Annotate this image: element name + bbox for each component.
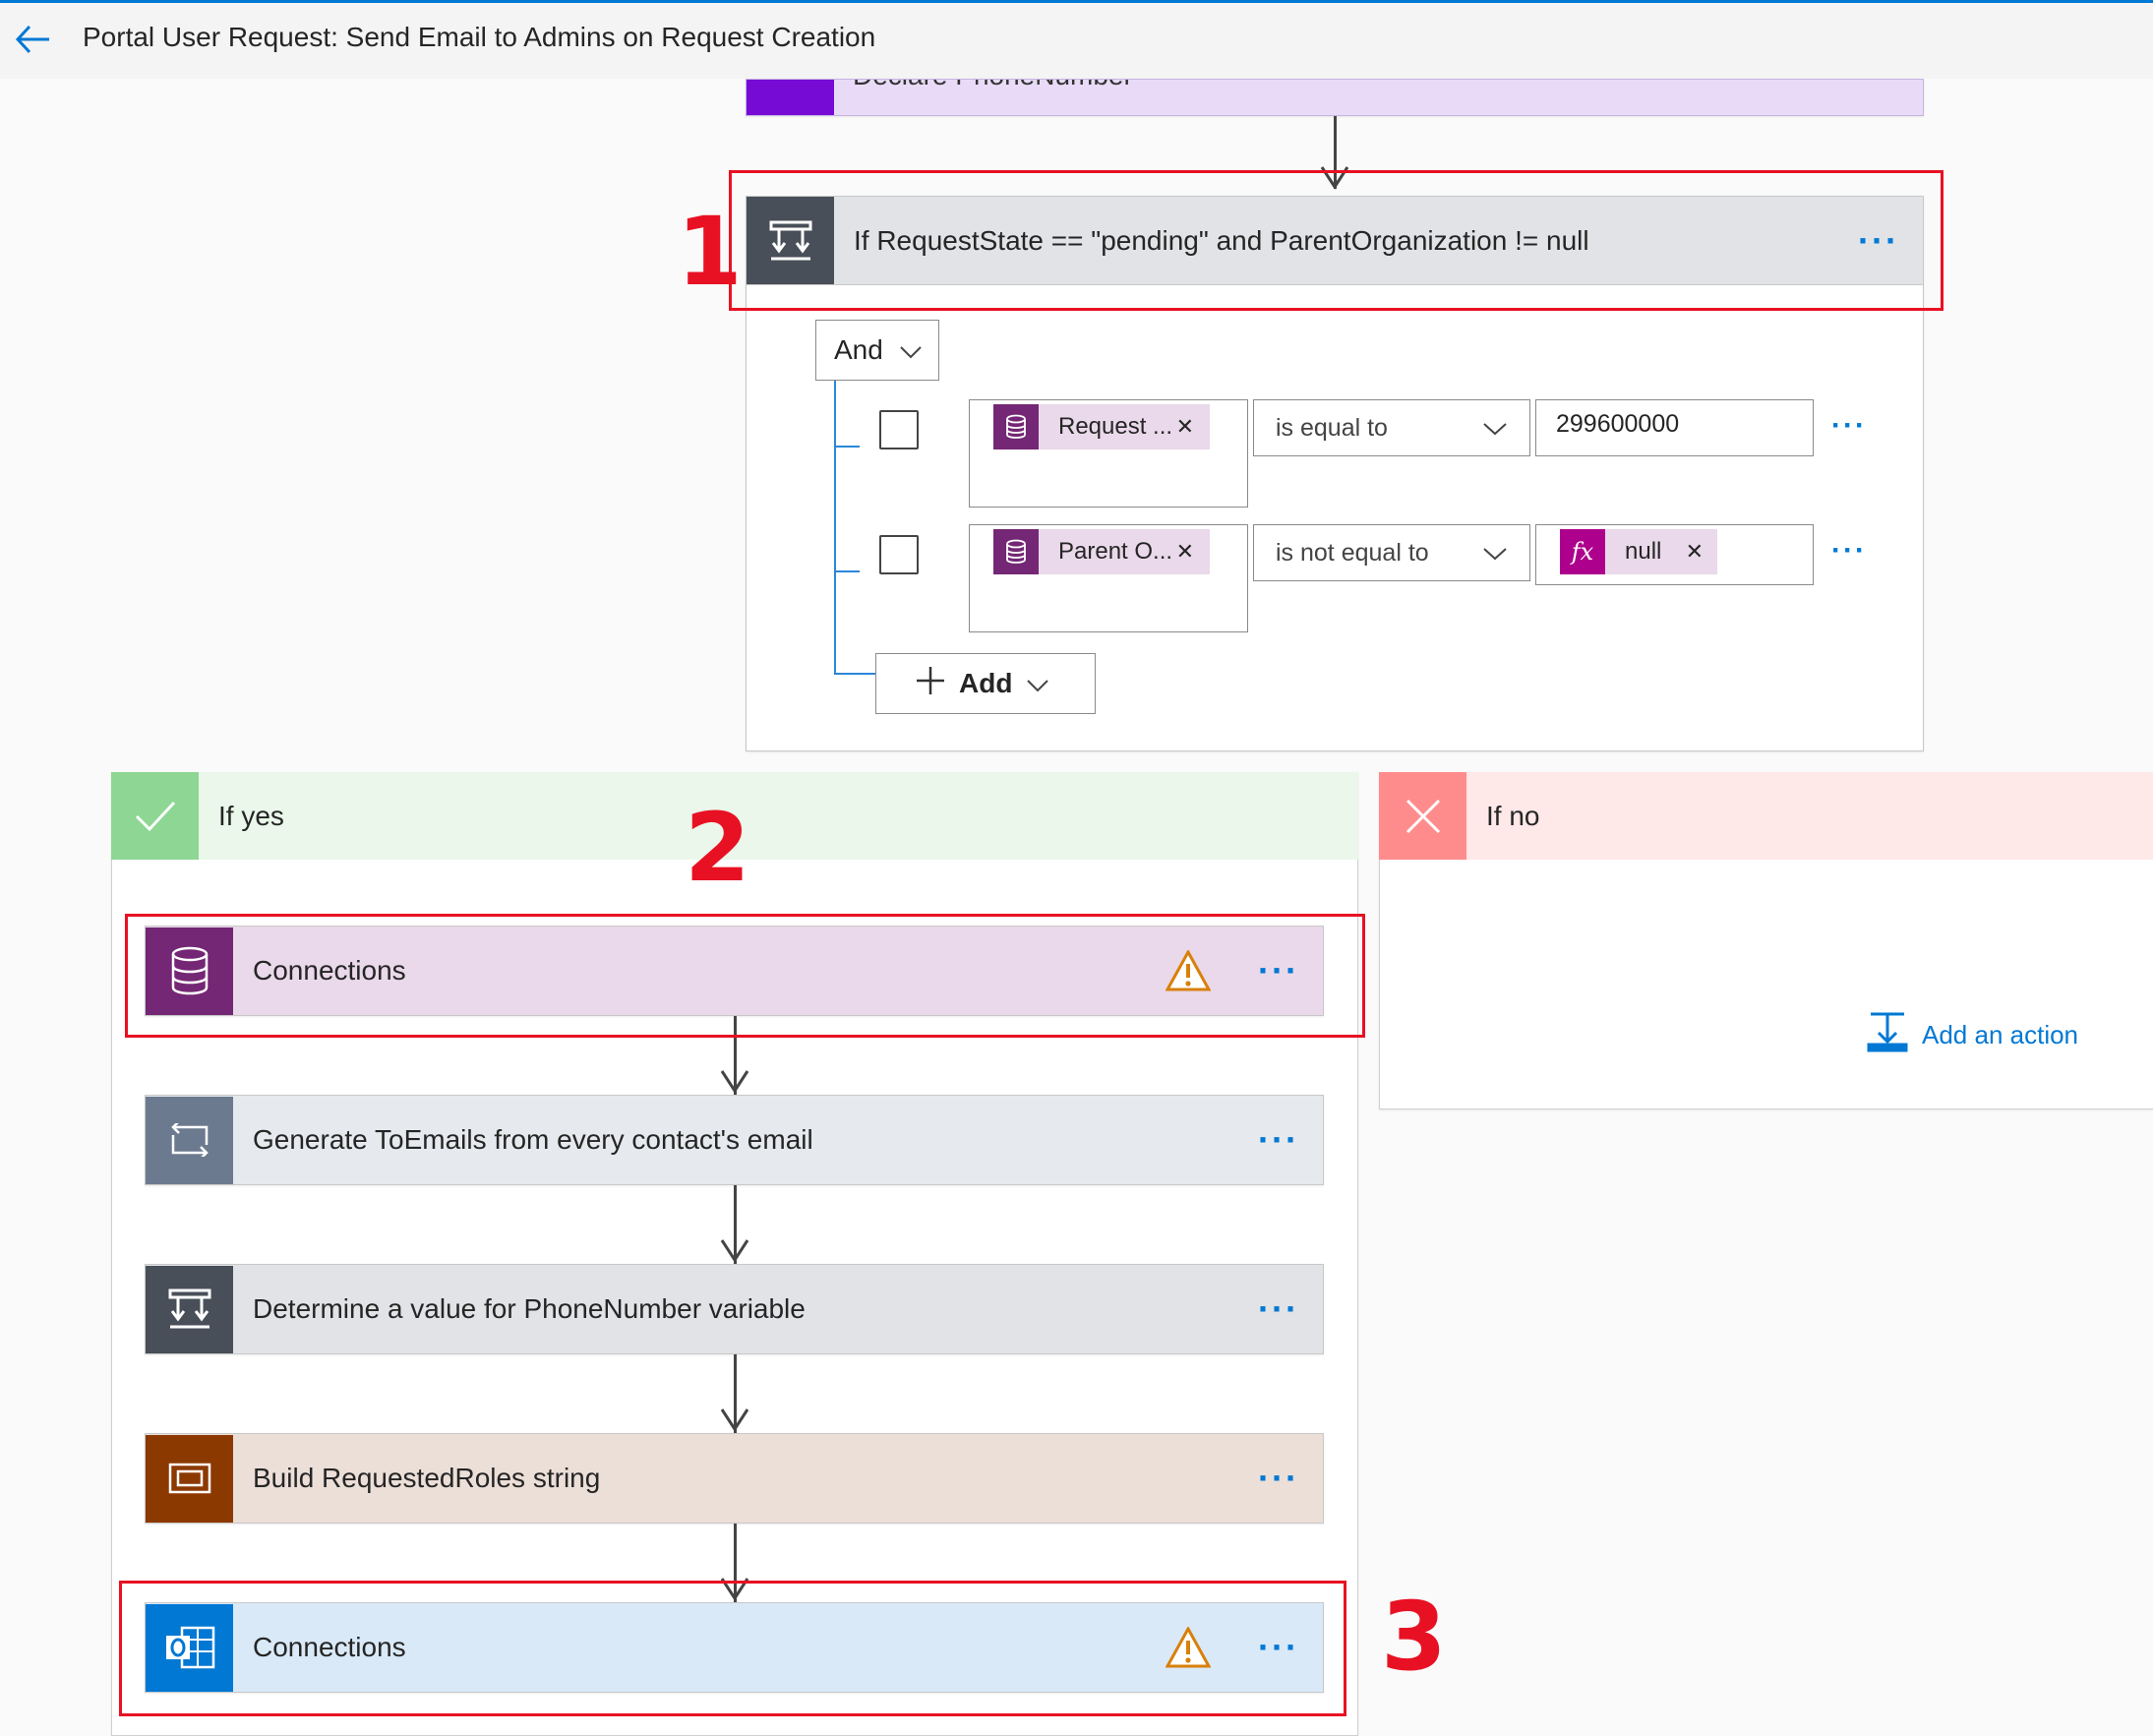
dataverse-icon: [146, 927, 233, 1015]
condition-icon: [747, 197, 834, 284]
and-operator-label: And: [834, 334, 883, 365]
connections-dataverse-step[interactable]: Connections ···: [145, 926, 1324, 1016]
remove-token-icon[interactable]: ✕: [1175, 414, 1194, 439]
row-1-left-field[interactable]: Request ... ✕: [969, 399, 1248, 508]
row-2-value-field[interactable]: fx null ✕: [1535, 524, 1814, 585]
remove-token-icon[interactable]: ✕: [1175, 539, 1194, 564]
step-title: Determine a value for PhoneNumber variab…: [253, 1293, 806, 1324]
step-title: Generate ToEmails from every contact's e…: [253, 1124, 813, 1155]
row-2-operator-select[interactable]: is not equal to: [1253, 524, 1530, 581]
chevron-down-icon: [1482, 539, 1508, 568]
back-arrow-icon[interactable]: [14, 22, 53, 57]
remove-token-icon[interactable]: ✕: [1685, 539, 1704, 564]
function-icon: fx: [1560, 529, 1605, 574]
row-1-checkbox[interactable]: [879, 410, 919, 449]
add-action-icon: [1867, 1011, 1908, 1059]
connector-arrow-icon: [720, 1577, 749, 1607]
and-operator-dropdown[interactable]: And: [815, 320, 939, 381]
token-label: null: [1625, 538, 1662, 565]
connector-arrow-icon: [1320, 165, 1349, 191]
top-bar: [0, 0, 2153, 79]
token-label: Request ...: [1058, 413, 1173, 440]
if-yes-label: If yes: [218, 800, 284, 831]
outlook-icon: [146, 1603, 233, 1692]
warning-icon[interactable]: [1165, 1625, 1212, 1668]
plus-icon: [916, 666, 945, 702]
highlight-box-1: [729, 170, 1944, 311]
row-1-value-field[interactable]: 299600000: [1535, 399, 1814, 456]
if-yes-header[interactable]: If yes: [111, 772, 1358, 860]
variable-icon-box: [747, 80, 834, 115]
declare-phonenumber-title: Declare PhoneNumber: [853, 80, 1133, 91]
build-requestedroles-step[interactable]: Build RequestedRoles string ···: [145, 1433, 1324, 1524]
generate-toemails-step[interactable]: Generate ToEmails from every contact's e…: [145, 1095, 1324, 1185]
tree-branch: [834, 673, 875, 675]
highlight-box-2: [125, 914, 1365, 1038]
operator-label: is equal to: [1276, 413, 1388, 442]
row-1-operator-select[interactable]: is equal to: [1253, 399, 1530, 456]
close-icon: [1379, 772, 1466, 860]
chevron-down-icon: [1482, 414, 1508, 443]
tree-branch: [834, 570, 860, 572]
step-title: Connections: [253, 1632, 406, 1662]
check-icon: [111, 772, 199, 860]
connector-line: [734, 1524, 737, 1602]
annotation-number-2: 2: [685, 793, 750, 903]
parent-organization-token[interactable]: Parent O... ✕: [993, 529, 1210, 574]
add-an-action-button[interactable]: Add an action: [1867, 1011, 2078, 1059]
annotation-number-3: 3: [1381, 1582, 1447, 1692]
condition-title: If RequestState == "pending" and ParentO…: [854, 224, 1589, 256]
row-2-checkbox[interactable]: [879, 535, 919, 574]
condition-more-button[interactable]: ···: [1858, 219, 1899, 261]
chevron-down-icon: [1026, 668, 1049, 699]
annotation-number-1: 1: [677, 197, 743, 307]
determine-phonenumber-step[interactable]: Determine a value for PhoneNumber variab…: [145, 1264, 1324, 1354]
add-label: Add: [959, 668, 1013, 698]
declare-phonenumber-step[interactable]: Declare PhoneNumber: [746, 79, 1924, 116]
tree-branch: [834, 446, 860, 448]
flow-title: Portal User Request: Send Email to Admin…: [83, 22, 876, 52]
highlight-box-3: [119, 1581, 1346, 1716]
chevron-down-icon: [899, 334, 923, 366]
null-expression-token[interactable]: fx null ✕: [1560, 529, 1717, 574]
add-condition-button[interactable]: Add: [875, 653, 1096, 714]
step-title: Connections: [253, 955, 406, 986]
step-more-button[interactable]: ···: [1258, 1458, 1299, 1498]
dataverse-icon: [993, 529, 1039, 574]
if-no-header[interactable]: If no: [1379, 772, 2153, 860]
connector-arrow-icon: [720, 1069, 749, 1100]
loop-icon: [146, 1096, 233, 1184]
request-state-token[interactable]: Request ... ✕: [993, 404, 1210, 449]
token-label: Parent O...: [1058, 538, 1173, 565]
step-more-button[interactable]: ···: [1258, 1627, 1299, 1667]
connector-line: [734, 1016, 737, 1095]
connector-line: [734, 1354, 737, 1433]
connector-line: [734, 1185, 737, 1264]
warning-icon[interactable]: [1165, 948, 1212, 991]
step-title: Build RequestedRoles string: [253, 1463, 601, 1493]
compose-icon: [146, 1434, 233, 1523]
row-2-left-field[interactable]: Parent O... ✕: [969, 524, 1248, 632]
condition-header[interactable]: If RequestState == "pending" and ParentO…: [746, 196, 1924, 285]
connector-line: [1334, 116, 1337, 189]
operator-label: is not equal to: [1276, 538, 1429, 567]
connections-outlook-step[interactable]: Connections ···: [145, 1602, 1324, 1693]
dataverse-icon: [993, 404, 1039, 449]
step-more-button[interactable]: ···: [1258, 1119, 1299, 1160]
condition-icon: [146, 1265, 233, 1353]
step-more-button[interactable]: ···: [1258, 1288, 1299, 1329]
if-no-label: If no: [1486, 800, 1540, 831]
connector-arrow-icon: [720, 1407, 749, 1438]
row-2-more-button[interactable]: ···: [1831, 534, 1867, 567]
add-an-action-label: Add an action: [1922, 1020, 2079, 1049]
value-text: 299600000: [1556, 410, 1680, 438]
tree-line: [834, 381, 836, 674]
connector-arrow-icon: [720, 1238, 749, 1269]
row-1-more-button[interactable]: ···: [1831, 409, 1867, 442]
step-more-button[interactable]: ···: [1258, 950, 1299, 990]
